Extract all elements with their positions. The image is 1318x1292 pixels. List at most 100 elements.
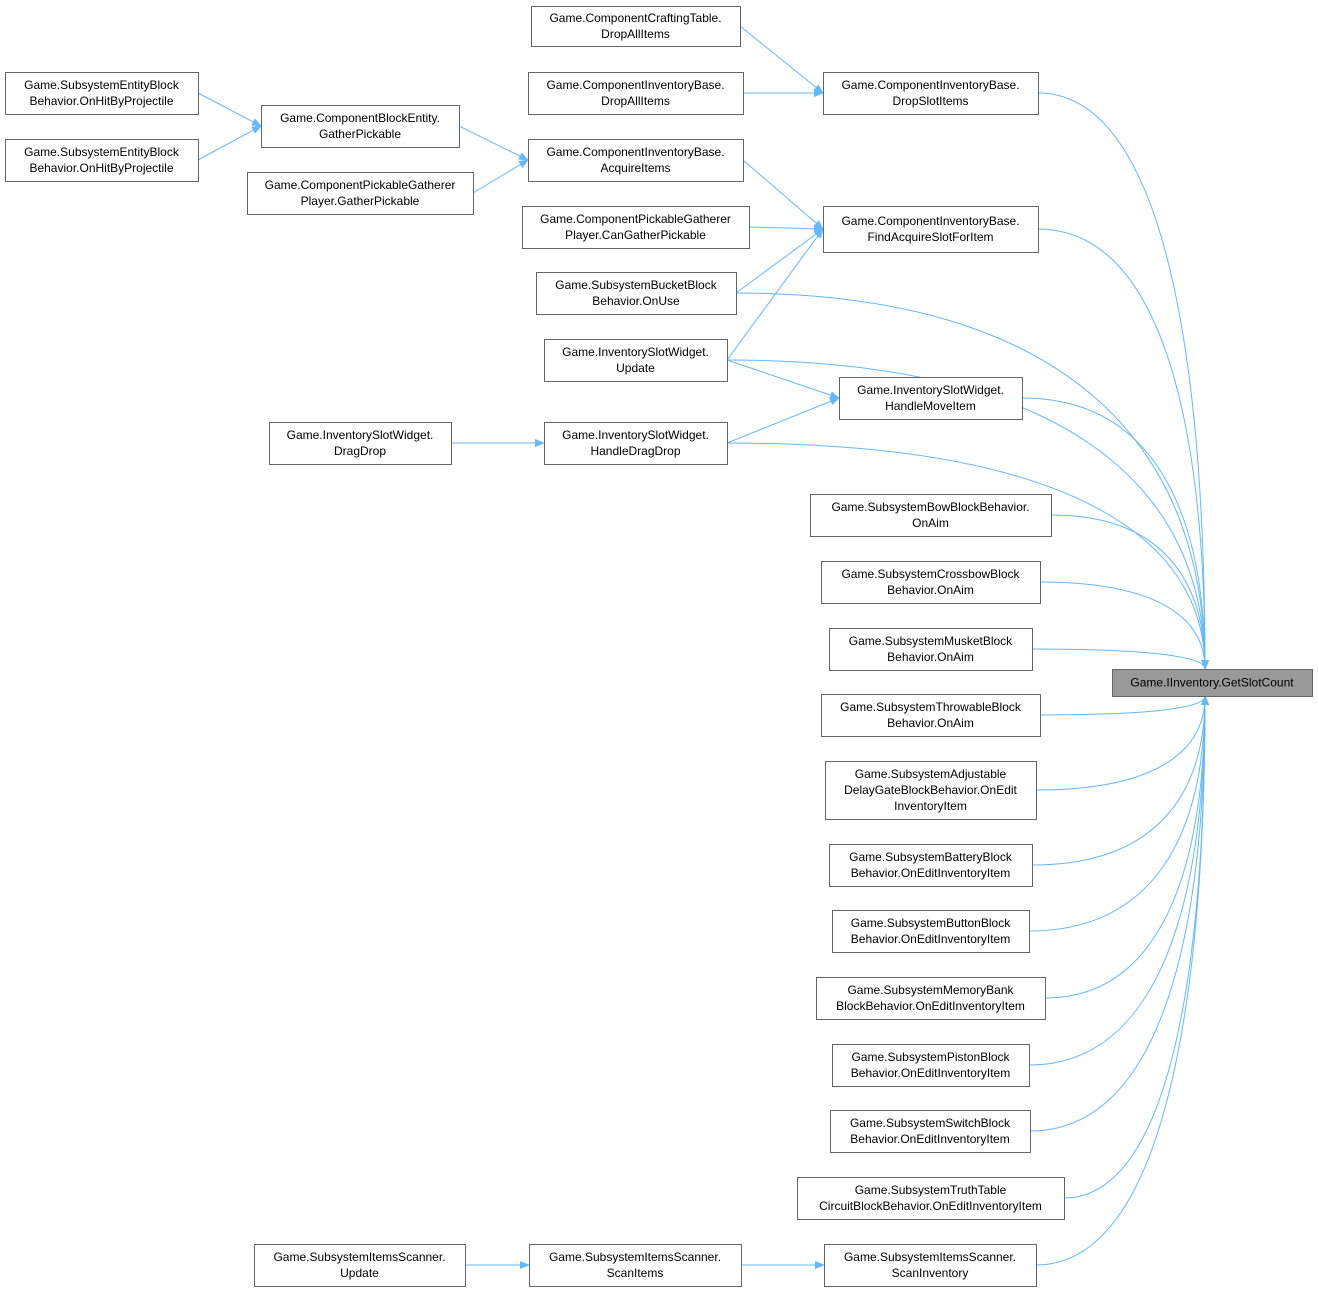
graph-node[interactable]: Game.SubsystemSwitchBlockBehavior.OnEdit…	[830, 1110, 1031, 1153]
graph-node[interactable]: Game.SubsystemItemsScanner. ScanInventory	[824, 1244, 1037, 1287]
graph-node[interactable]: Game.InventorySlotWidget.HandleDragDrop	[544, 422, 728, 465]
node-box	[544, 422, 728, 465]
node-label: Behavior.OnUse	[592, 294, 680, 308]
node-label: Behavior.OnHitByProjectile	[29, 94, 173, 108]
node-label: Behavior.OnEditInventoryItem	[851, 932, 1010, 946]
graph-node[interactable]: Game.SubsystemMemoryBankBlockBehavior.On…	[816, 977, 1046, 1020]
graph-node[interactable]: Game.SubsystemCrossbowBlockBehavior.OnAi…	[821, 561, 1041, 604]
node-label: Player.CanGatherPickable	[565, 228, 706, 242]
node-label: GatherPickable	[319, 127, 401, 141]
node-label: Game.SubsystemSwitchBlock	[850, 1116, 1011, 1130]
node-box	[5, 139, 199, 182]
node-label: Game.SubsystemItemsScanner.	[844, 1250, 1016, 1264]
node-label: Game.ComponentInventoryBase.	[546, 78, 724, 92]
edge-n8-n7	[472, 159, 529, 194]
node-label: Behavior.OnEditInventoryItem	[850, 1132, 1009, 1146]
node-label: Behavior.OnAim	[887, 716, 974, 730]
node-box	[254, 1244, 466, 1287]
node-box	[821, 694, 1041, 737]
graph-node[interactable]: Game.ComponentInventoryBase.DropSlotItem…	[823, 72, 1039, 115]
node-box	[839, 377, 1023, 420]
node-label: HandleDragDrop	[590, 444, 680, 458]
graph-node[interactable]: Game.ComponentPickableGathererPlayer.Can…	[522, 206, 750, 249]
edge-n6-n5	[197, 125, 262, 161]
edge-n17-n30	[1039, 581, 1209, 670]
node-box	[832, 910, 1030, 953]
node-label: Game.SubsystemAdjustable	[855, 767, 1007, 781]
node-label: Game.SubsystemCrossbowBlock	[841, 567, 1020, 581]
graph-node[interactable]: Game.ComponentBlockEntity. GatherPickable	[261, 105, 460, 148]
graph-node[interactable]: Game.SubsystemThrowableBlockBehavior.OnA…	[821, 694, 1041, 737]
node-box	[1112, 669, 1313, 697]
graph-node[interactable]: Game.SubsystemAdjustableDelayGateBlockBe…	[825, 761, 1037, 820]
node-label: Player.GatherPickable	[301, 194, 420, 208]
graph-node[interactable]: Game.SubsystemTruthTableCircuitBlockBeha…	[797, 1177, 1065, 1220]
node-box	[825, 761, 1037, 820]
graph-node[interactable]: Game.ComponentPickableGathererPlayer.Gat…	[247, 172, 474, 215]
graph-node[interactable]: Game.ComponentInventoryBase.DropAllItems	[528, 72, 744, 115]
edge-n23-n30	[1044, 695, 1209, 999]
graph-node[interactable]: Game.ComponentCraftingTable.DropAllItems	[531, 6, 741, 47]
graph-node[interactable]: Game.SubsystemEntityBlockBehavior.OnHitB…	[5, 72, 199, 115]
target-node[interactable]: Game.IInventory.GetSlotCount	[1112, 669, 1313, 697]
graph-node[interactable]: Game.SubsystemBatteryBlockBehavior.OnEdi…	[829, 844, 1033, 887]
node-label: Game.SubsystemPistonBlock	[851, 1050, 1010, 1064]
node-box	[528, 72, 744, 115]
node-label: Game.ComponentPickableGatherer	[540, 212, 731, 226]
node-box	[829, 628, 1033, 671]
node-box	[536, 272, 737, 315]
node-label: ScanInventory	[892, 1266, 969, 1280]
node-box	[544, 339, 728, 382]
graph-node[interactable]: Game.SubsystemItemsScanner.Update	[254, 1244, 466, 1287]
node-box	[824, 1244, 1037, 1287]
node-label: Game.SubsystemMusketBlock	[849, 634, 1013, 648]
node-label: DropAllItems	[601, 27, 670, 41]
node-box	[531, 6, 741, 47]
node-label: Update	[616, 361, 655, 375]
node-box	[816, 977, 1046, 1020]
graph-node[interactable]: Game.SubsystemPistonBlockBehavior.OnEdit…	[832, 1044, 1030, 1087]
node-label: Game.ComponentBlockEntity.	[280, 111, 440, 125]
node-label: Game.SubsystemMemoryBank	[847, 983, 1014, 997]
node-label: DragDrop	[334, 444, 386, 458]
graph-node[interactable]: Game.InventorySlotWidget.Update	[544, 339, 728, 382]
graph-node[interactable]: Game.InventorySlotWidget.DragDrop	[269, 422, 452, 465]
edge-n20-n30	[1035, 695, 1209, 791]
edge-n26-n30	[1063, 695, 1209, 1199]
node-label: Game.SubsystemBowBlockBehavior.	[831, 500, 1029, 514]
node-label: DelayGateBlockBehavior.OnEdit	[844, 783, 1017, 797]
node-label: CircuitBlockBehavior.OnEditInventoryItem	[819, 1199, 1042, 1213]
edge-n25-n30	[1029, 695, 1209, 1132]
edge-n22-n30	[1028, 695, 1209, 932]
edge-n13-n30	[1021, 397, 1209, 670]
edge-n10-n30	[1037, 228, 1209, 670]
graph-node[interactable]: Game.SubsystemButtonBlockBehavior.OnEdit…	[832, 910, 1030, 953]
graph-node[interactable]: Game.SubsystemBowBlockBehavior.OnAim	[810, 494, 1052, 537]
edge-n11-n10	[735, 228, 824, 294]
edge-n15-n13	[726, 397, 840, 444]
graph-node[interactable]: Game.InventorySlotWidget.HandleMoveItem	[839, 377, 1023, 420]
node-label: Game.SubsystemThrowableBlock	[840, 700, 1022, 714]
graph-node[interactable]: Game.SubsystemItemsScanner.ScanItems	[529, 1244, 742, 1287]
node-label: DropSlotItems	[892, 94, 968, 108]
node-label: Behavior.OnEditInventoryItem	[851, 866, 1010, 880]
graph-node[interactable]: Game.ComponentInventoryBase.AcquireItems	[528, 139, 744, 182]
node-label: ScanItems	[607, 1266, 664, 1280]
node-label: Game.SubsystemTruthTable	[855, 1183, 1007, 1197]
graph-node[interactable]: Game.SubsystemEntityBlockBehavior.OnHitB…	[5, 139, 199, 182]
node-box	[823, 206, 1039, 253]
edge-n7-n10	[742, 159, 824, 230]
node-box	[269, 422, 452, 465]
node-box	[821, 561, 1041, 604]
edge-n12-n30	[726, 359, 1209, 670]
node-label: BlockBehavior.OnEditInventoryItem	[836, 999, 1025, 1013]
edge-n1-n3	[739, 25, 824, 94]
node-label: HandleMoveItem	[885, 399, 976, 413]
node-box	[5, 72, 199, 115]
graph-node[interactable]: Game.ComponentInventoryBase.FindAcquireS…	[823, 206, 1039, 253]
node-box	[528, 139, 744, 182]
node-label: Game.SubsystemItemsScanner.	[273, 1250, 445, 1264]
